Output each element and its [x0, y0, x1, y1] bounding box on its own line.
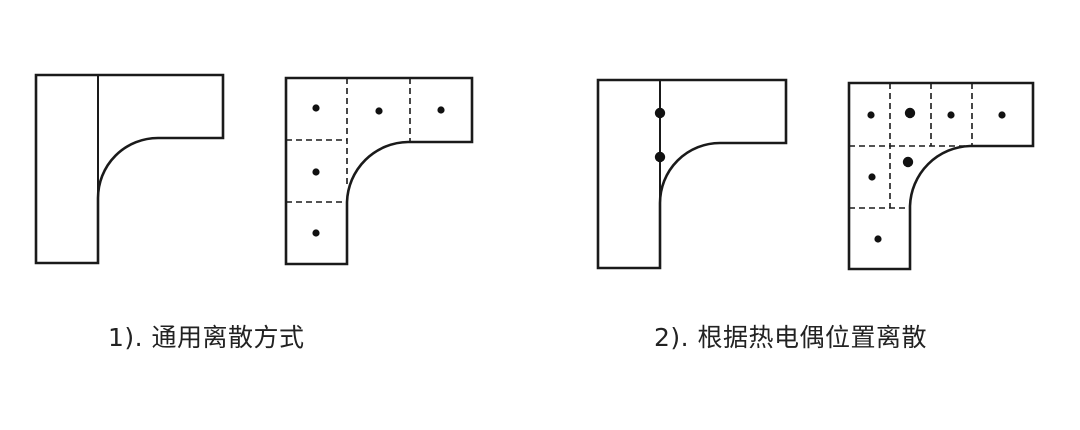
- panel-1a-l-shape: [34, 73, 225, 265]
- node-point: [867, 111, 875, 119]
- thermocouple-point: [902, 156, 914, 168]
- node-point: [868, 173, 876, 181]
- thermocouple-point: [654, 151, 666, 163]
- node-point: [437, 106, 445, 114]
- thermocouple-point: [904, 107, 916, 119]
- node-point: [312, 229, 320, 237]
- l-shape-outline: [847, 81, 1035, 271]
- panel-2b-thermocouple-discretization: [847, 81, 1035, 271]
- l-shape-outline: [596, 78, 788, 270]
- node-point: [947, 111, 955, 119]
- caption-general-discretization: 1). 通用离散方式: [108, 323, 305, 352]
- caption-thermocouple-discretization: 2). 根据热电偶位置离散: [654, 323, 928, 352]
- node-point: [375, 107, 383, 115]
- l-shape-outline: [34, 73, 225, 265]
- node-point: [312, 168, 320, 176]
- node-point: [874, 235, 882, 243]
- l-shape-outline: [284, 76, 474, 266]
- thermocouple-point: [654, 107, 666, 119]
- node-point: [998, 111, 1006, 119]
- panel-1b-general-discretization: [284, 76, 474, 266]
- panel-2a-thermocouple-positions: [596, 78, 788, 270]
- node-point: [312, 104, 320, 112]
